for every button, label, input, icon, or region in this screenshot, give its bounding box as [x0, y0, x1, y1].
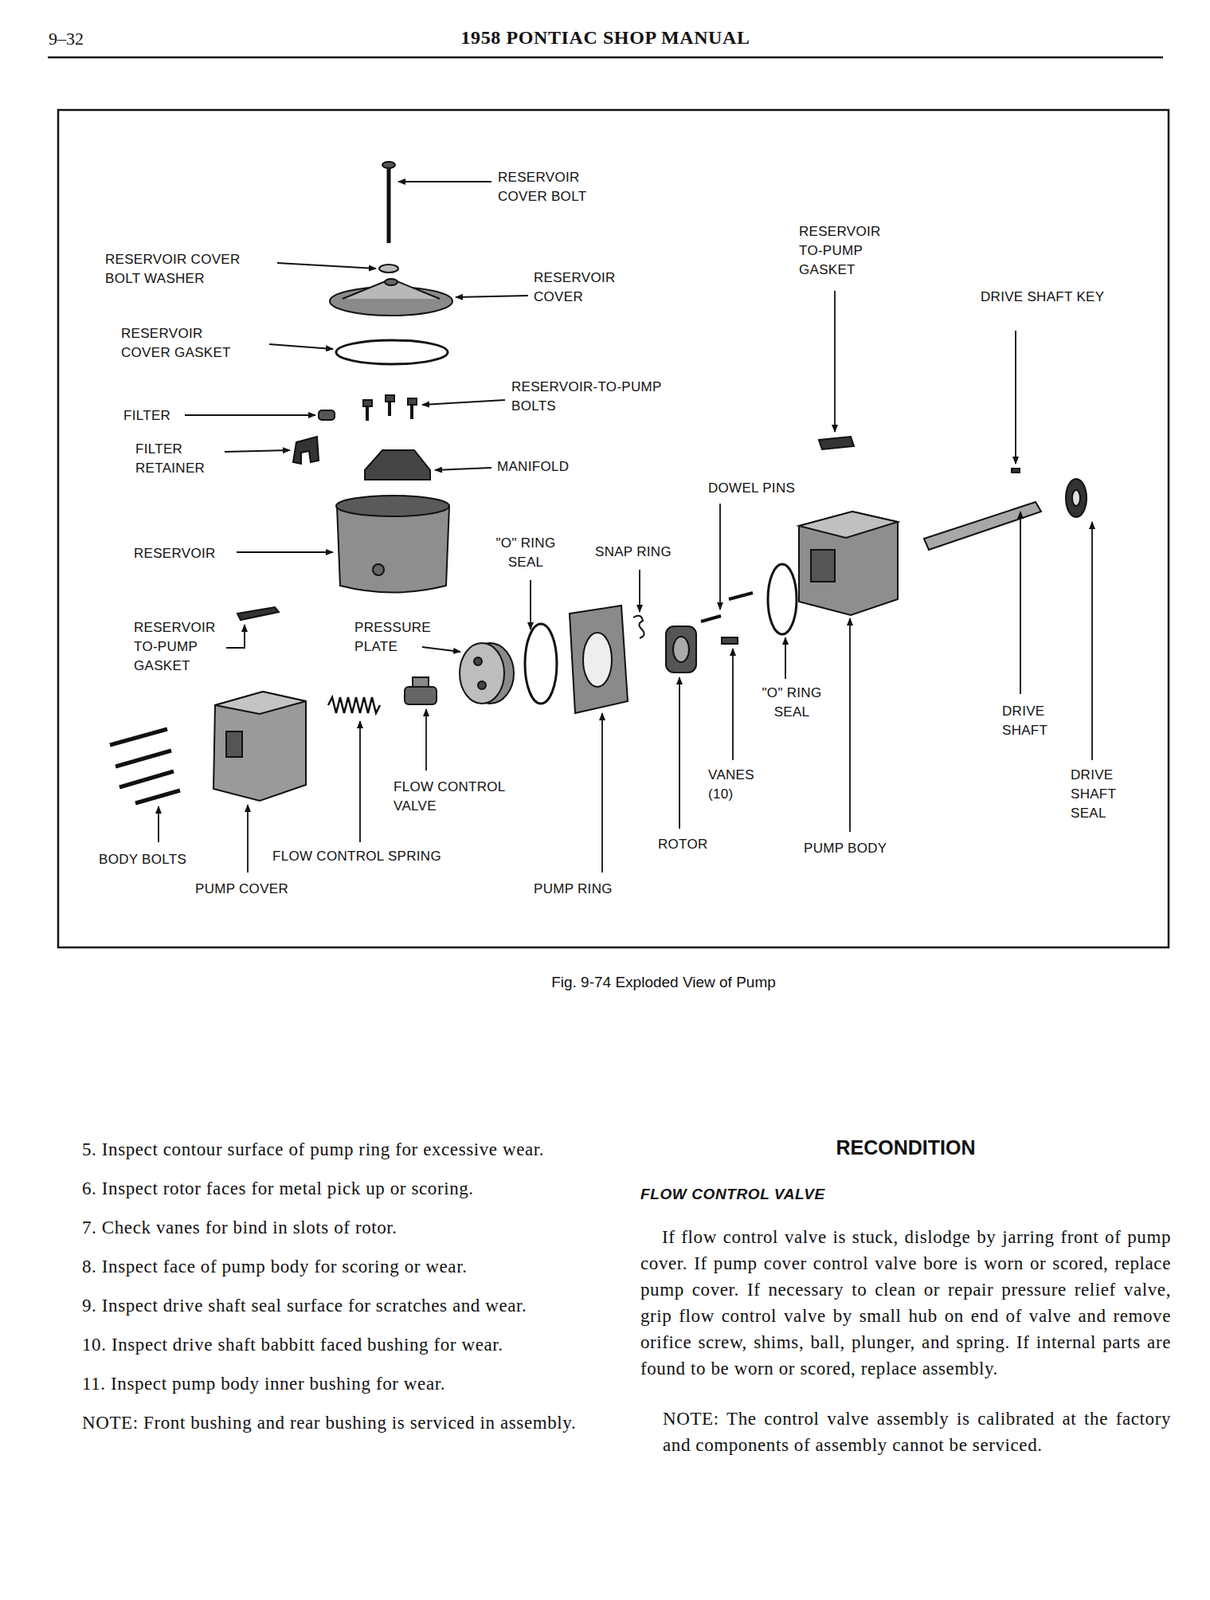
- inspection-step: 5. Inspect contour surface of pump ring …: [61, 1135, 588, 1163]
- part-label: DOWEL PINS: [708, 478, 795, 498]
- part-label: RESERVOIR COVER BOLT WASHER: [105, 250, 265, 289]
- part-label: BODY BOLTS: [98, 849, 187, 870]
- left-text-column: 5. Inspect contour surface of pump ring …: [61, 1135, 588, 1436]
- note-text: NOTE: The control valve assembly is cali…: [662, 1405, 1171, 1458]
- part-label: RESERVOIR COVER BOLT: [497, 168, 606, 207]
- inspection-step: 11. Inspect pump body inner bushing for …: [61, 1370, 588, 1397]
- pump-parts: [109, 161, 1087, 803]
- inspection-step: 8. Inspect face of pump body for scoring…: [61, 1253, 588, 1280]
- part-label: SNAP RING: [595, 542, 672, 562]
- part-label: PUMP RING: [533, 879, 613, 899]
- part-label: VANES (10): [708, 765, 772, 804]
- page-number: 9–32: [48, 28, 84, 50]
- procedure-text: If flow control valve is stuck, dislodge…: [640, 1223, 1171, 1382]
- part-label: RESERVOIR TO-PUMP GASKET: [133, 618, 238, 676]
- part-label: "O" RING SEAL: [747, 683, 836, 722]
- inspection-step: 9. Inspect drive shaft seal surface for …: [61, 1292, 588, 1319]
- part-label: RESERVOIR COVER GASKET: [121, 324, 253, 363]
- note-text: NOTE: Front bushing and rear bushing is …: [82, 1409, 588, 1436]
- part-label: PRESSURE PLATE: [354, 618, 455, 657]
- part-label: FILTER RETAINER: [135, 439, 232, 478]
- leader-lines: [158, 181, 1093, 873]
- part-label: PUMP BODY: [803, 838, 887, 858]
- part-label: MANIFOLD: [497, 457, 569, 477]
- inspection-step: 10. Inspect drive shaft babbitt faced bu…: [61, 1331, 588, 1358]
- page-header-title: 1958 PONTIAC SHOP MANUAL: [366, 27, 845, 49]
- sub-heading: FLOW CONTROL VALVE: [640, 1183, 1171, 1205]
- part-label: RESERVOIR TO-PUMP GASKET: [798, 222, 903, 280]
- part-label: DRIVE SHAFT SEAL: [1070, 765, 1139, 823]
- part-label: ROTOR: [657, 834, 709, 854]
- figure-frame: [58, 109, 1169, 948]
- part-label: PUMP COVER: [195, 879, 289, 899]
- section-heading: RECONDITION: [640, 1134, 1171, 1160]
- part-label: DRIVE SHAFT: [1002, 701, 1074, 741]
- inspection-step: 6. Inspect rotor faces for metal pick up…: [61, 1174, 588, 1202]
- part-label: RESERVOIR COVER: [533, 268, 642, 307]
- part-label: FILTER: [123, 406, 171, 426]
- part-label: FLOW CONTROL VALVE: [393, 777, 533, 816]
- inspection-step: 7. Check vanes for bind in slots of roto…: [61, 1213, 588, 1241]
- part-label: DRIVE SHAFT KEY: [980, 287, 1109, 307]
- part-label: "O" RING SEAL: [481, 533, 570, 572]
- header-rule: [47, 56, 1164, 59]
- part-label: RESERVOIR-TO-PUMP BOLTS: [511, 377, 703, 416]
- part-label: RESERVOIR: [133, 544, 216, 564]
- part-label: FLOW CONTROL SPRING: [272, 846, 442, 866]
- figure-caption: Fig. 9-74 Exploded View of Pump: [424, 973, 903, 991]
- right-text-column: RECONDITION FLOW CONTROL VALVE If flow con…: [640, 1134, 1171, 1458]
